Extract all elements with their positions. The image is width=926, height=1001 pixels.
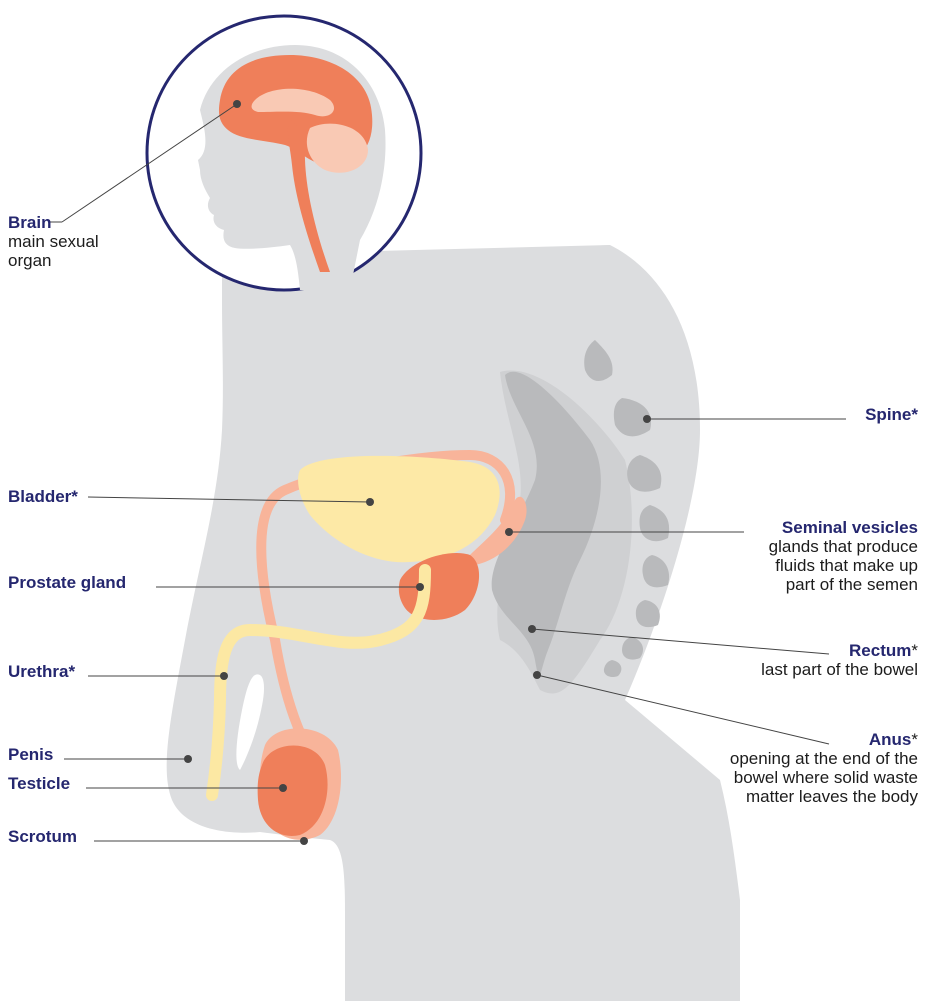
label-testicle: Testicle — [8, 774, 70, 793]
label-anus-desc-3: matter leaves the body — [730, 787, 918, 806]
label-brain-desc-2: organ — [8, 251, 99, 270]
label-spine-title: Spine* — [865, 405, 918, 424]
label-brain-title: Brain — [8, 213, 51, 232]
label-anus-desc-1: opening at the end of the — [730, 749, 918, 768]
label-anus: Anus* opening at the end of the bowel wh… — [730, 730, 918, 806]
label-testicle-title: Testicle — [8, 774, 70, 793]
label-rectum: Rectum* last part of the bowel — [761, 641, 918, 679]
label-bladder: Bladder* — [8, 487, 78, 506]
label-scrotum-title: Scrotum — [8, 827, 77, 846]
label-seminal-desc-3: part of the semen — [769, 575, 918, 594]
label-anus-desc-2: bowel where solid waste — [730, 768, 918, 787]
label-penis: Penis — [8, 745, 53, 764]
label-brain-desc-1: main sexual — [8, 232, 99, 251]
label-urethra: Urethra* — [8, 662, 75, 681]
label-prostate: Prostate gland — [8, 573, 126, 592]
label-bladder-title: Bladder* — [8, 487, 78, 506]
label-rectum-star: * — [911, 641, 918, 660]
label-prostate-title: Prostate gland — [8, 573, 126, 592]
label-seminal-desc-2: fluids that make up — [769, 556, 918, 575]
label-spine: Spine* — [865, 405, 918, 424]
label-anus-title: Anus — [869, 730, 912, 749]
label-anus-star: * — [911, 730, 918, 749]
label-scrotum: Scrotum — [8, 827, 77, 846]
label-rectum-desc-1: last part of the bowel — [761, 660, 918, 679]
label-urethra-title: Urethra* — [8, 662, 75, 681]
label-seminal: Seminal vesicles glands that produce flu… — [769, 518, 918, 594]
label-brain: Brain main sexual organ — [8, 213, 99, 270]
label-seminal-title: Seminal vesicles — [782, 518, 918, 537]
label-penis-title: Penis — [8, 745, 53, 764]
label-seminal-desc-1: glands that produce — [769, 537, 918, 556]
label-rectum-title: Rectum — [849, 641, 911, 660]
